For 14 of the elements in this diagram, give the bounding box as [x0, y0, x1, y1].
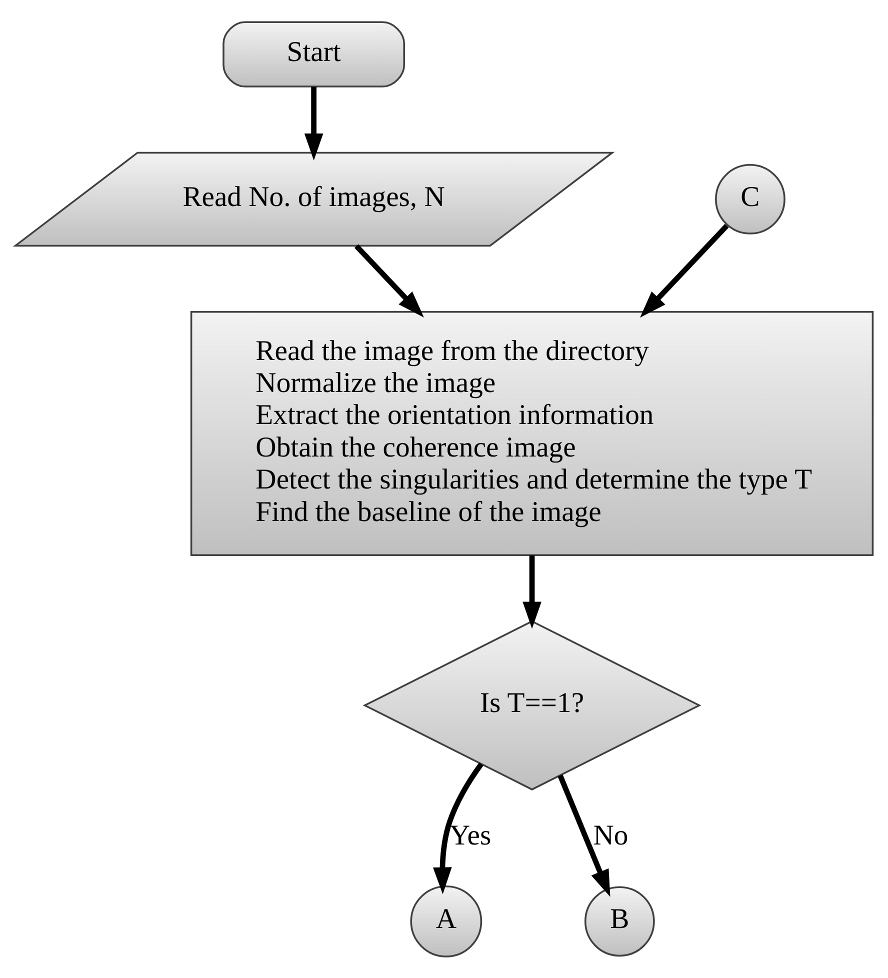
- node-box: Read the image from the directory Normalize the image Extract the orientation information Obtain the coherence image Detect the singularities and determine the type T Find the baseline of the image: [190, 310, 874, 556]
- arrow: [304, 86, 324, 160]
- node-box: Start: [222, 20, 406, 87]
- edge-label: No: [593, 820, 628, 852]
- node-circle: C: [715, 164, 786, 234]
- node-circle: A: [410, 884, 482, 957]
- arrow: [432, 762, 484, 894]
- arrow: [354, 244, 424, 317]
- edge-label: Yes: [449, 820, 492, 852]
- node-circle: B: [584, 886, 655, 956]
- arrow: [640, 223, 729, 318]
- arrow: [558, 774, 610, 896]
- arrow: [522, 554, 542, 628]
- node-diamond: Is T==1?: [362, 620, 702, 790]
